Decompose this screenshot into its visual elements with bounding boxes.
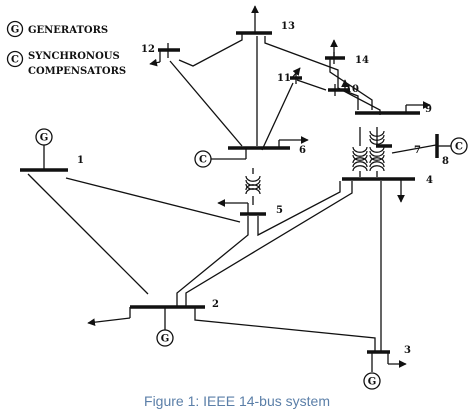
bus-label-12: 12 [141,44,155,55]
bus-label-5: 5 [276,205,283,216]
load-arrow-bus-11 [291,67,301,79]
transformer-7-8 [369,146,385,172]
line-9-10 [344,90,359,110]
generator-bus-1-icon [35,128,53,146]
line-2-3 [194,307,376,352]
generator-bus-1-symbol: G [40,133,49,144]
compensator-bus-8-icon [450,137,468,155]
line-9-14 [329,59,373,110]
compensator-bus-6-symbol: C [199,155,207,166]
compensator-legend-label-line2: COMPENSATORS [28,66,126,77]
load-arrows [87,5,431,368]
line-12-13 [178,34,243,67]
line-2-4 [185,181,353,307]
line-4-5 [257,181,341,237]
compensator-legend-symbol: C [11,55,19,66]
transformer-4-9 [352,146,368,172]
line-6-11 [261,82,294,151]
line-7-8 [391,144,437,154]
bus-label-1: 1 [77,155,84,166]
transformer-5-6 [245,175,261,195]
line-1-5 [65,177,241,223]
bus-label-14: 14 [355,55,369,66]
transformers [245,130,385,195]
bus-label-13: 13 [281,21,295,32]
machines: G G G C C [35,128,468,390]
load-arrow-bus-12 [149,58,161,67]
line-6-12 [169,60,243,147]
line-10-11 [296,79,327,91]
bus-label-7: 7 [414,145,421,156]
generator-bus-2-icon [156,329,174,347]
compensator-legend-icon [6,50,24,68]
line-13-14 [264,36,381,115]
generator-legend-icon [6,20,24,38]
legend: G GENERATORS C SYNCHRONOUS COMPENSATORS [6,20,126,77]
bus-label-11: 11 [277,73,291,84]
busbars [20,31,439,354]
compensator-bus-6-icon [194,150,212,168]
generator-bus-3-symbol: G [368,377,377,388]
bus-label-2: 2 [212,299,219,310]
compensator-legend-label-line1: SYNCHRONOUS [28,51,120,62]
bus-label-10: 10 [345,84,359,95]
generator-bus-2-symbol: G [161,334,170,345]
bus-label-6: 6 [299,145,306,156]
bus-label-3: 3 [404,345,411,356]
load-arrow-bus-2 [87,317,131,327]
bus-labels: 1 2 3 4 5 6 7 8 9 10 11 12 13 14 [77,21,449,356]
bus-label-9: 9 [425,104,432,115]
line-1-2 [27,173,149,295]
generator-bus-3-icon [363,372,381,390]
generator-legend-label: GENERATORS [28,25,108,36]
bus-label-8: 8 [442,156,449,167]
figure-caption: Figure 1: IEEE 14-bus system [144,393,330,409]
compensator-bus-8-symbol: C [455,142,463,153]
bus-label-4: 4 [426,175,433,186]
transmission-lines [27,34,437,352]
line-2-5 [176,216,249,307]
generator-legend-symbol: G [11,25,20,36]
